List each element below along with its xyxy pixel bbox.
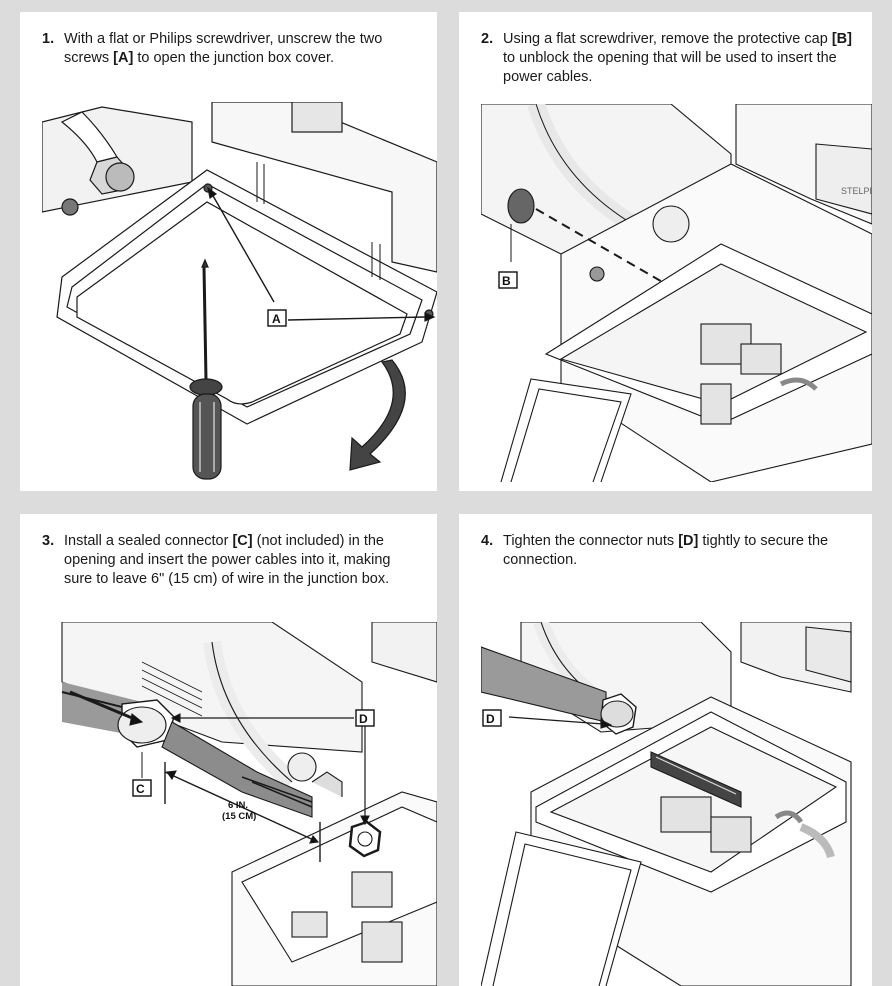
step-number: 2. [481, 31, 494, 47]
step-1-illustration: A [42, 102, 437, 480]
step-1-instruction: 1. With a flat or Philips screwdriver, u… [42, 30, 421, 68]
step-text: Tighten the connector nuts [D] tightly t… [503, 533, 829, 568]
step-text: With a flat or Philips screwdriver, unsc… [64, 31, 383, 66]
step-number: 3. [42, 533, 55, 549]
step-2-card: 2. Using a flat screwdriver, remove the … [459, 12, 872, 491]
step-3-instruction: 3. Install a sealed connector [C] (not i… [42, 532, 421, 589]
dimension-label-cm: (15 CM) [222, 811, 256, 822]
dimension-label-in: 6 IN. [228, 800, 248, 811]
step-2-instruction: 2. Using a flat screwdriver, remove the … [481, 30, 856, 87]
step-4-card: 4. Tighten the connector nuts [D] tightl… [459, 514, 872, 986]
callout-d: D [486, 712, 495, 726]
step-2-illustration: STELPRO B [481, 104, 872, 482]
step-text: Using a flat screwdriver, remove the pro… [503, 31, 852, 85]
step-4-illustration: D [481, 622, 852, 986]
step-number: 4. [481, 533, 494, 549]
callout-c: C [136, 782, 145, 796]
step-text: Install a sealed connector [C] (not incl… [64, 533, 391, 587]
step-1-card: 1. With a flat or Philips screwdriver, u… [20, 12, 437, 491]
step-3-card: 3. Install a sealed connector [C] (not i… [20, 514, 437, 986]
callout-d: D [359, 712, 368, 726]
step-3-illustration: D C 6 IN. (15 CM) [61, 622, 437, 986]
callout-a: A [272, 312, 281, 326]
step-number: 1. [42, 31, 55, 47]
callout-b: B [502, 274, 511, 288]
brand-mark: STELPRO [841, 186, 872, 196]
step-4-instruction: 4. Tighten the connector nuts [D] tightl… [481, 532, 856, 570]
